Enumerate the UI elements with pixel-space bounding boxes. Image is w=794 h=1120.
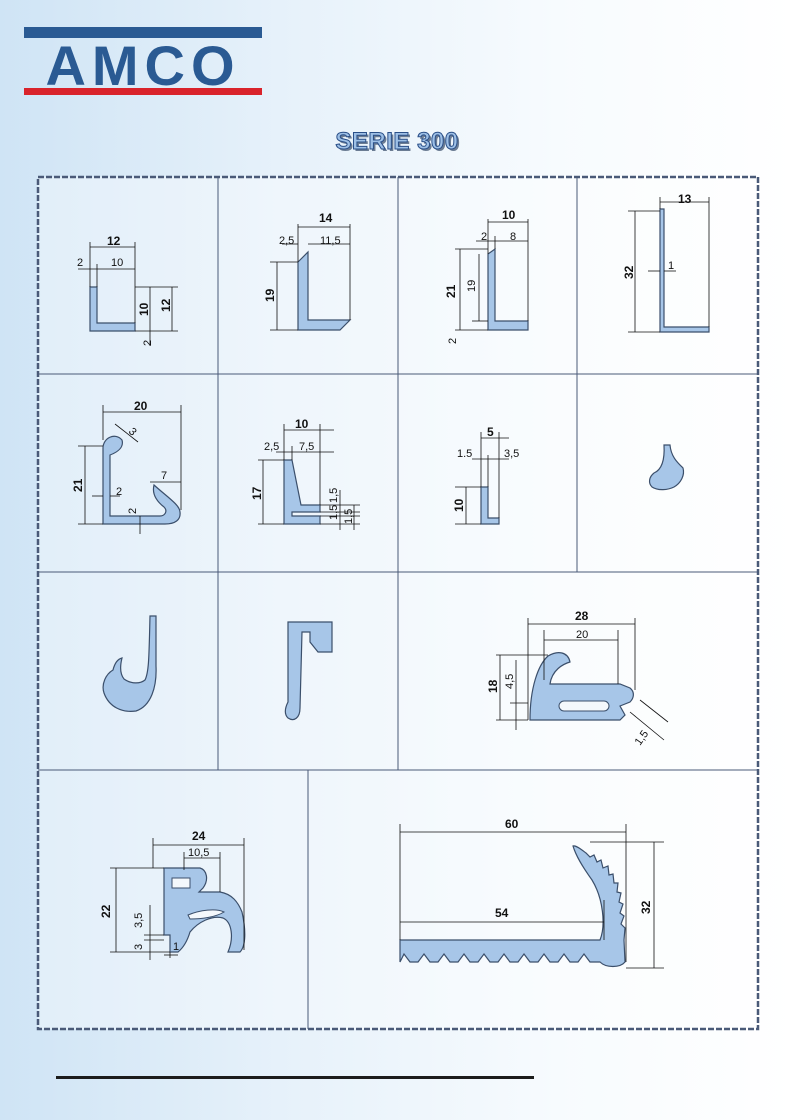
- dim-p11-width: 28: [575, 609, 589, 623]
- dim-p5-wall: 2: [116, 486, 122, 498]
- dim-p2-height: 19: [263, 288, 277, 302]
- dim-p1-width: 12: [107, 234, 121, 248]
- profile-p3: 10 2 8 21 19 2: [444, 208, 529, 344]
- dim-p12-gap: 1: [173, 941, 179, 953]
- dim-p2-inner: 11,5: [320, 235, 341, 247]
- dim-p11-lip: 4,5: [504, 674, 516, 689]
- dim-p12-height: 22: [99, 904, 113, 918]
- profile-p7: 5 1.5 3,5 10: [452, 425, 519, 525]
- dim-p2-width: 14: [319, 211, 333, 225]
- dim-p6-width: 10: [295, 417, 309, 431]
- amco-logo: AMCO: [24, 27, 262, 97]
- series-title: SERIE 300: [335, 128, 459, 156]
- dim-p3-thickness: 2: [481, 231, 487, 243]
- dim-p3-inner-height: 19: [466, 280, 478, 292]
- dim-p6-gap-c: 1,5: [343, 509, 355, 524]
- dim-p13-inner: 54: [495, 906, 509, 920]
- dim-p6-height: 17: [250, 486, 264, 500]
- dim-p6-edge: 2,5: [264, 441, 279, 453]
- dim-p4-height: 32: [622, 265, 636, 279]
- dim-p2-edge: 2,5: [279, 235, 294, 247]
- dim-p4-thickness: 1: [668, 260, 674, 272]
- dim-p3-inner: 8: [510, 231, 516, 243]
- dim-p1-base: 2: [142, 340, 154, 346]
- profile-p12: 24 10,5 22 3,5 3 1: [99, 829, 246, 960]
- catalog-grid: [38, 177, 758, 1029]
- profile-p13: 60 54 32: [399, 817, 664, 969]
- dim-p7-thickness: 1.5: [457, 448, 472, 460]
- profile-p1: 12 2 10 10 12 2: [77, 234, 178, 346]
- profile-p9: [102, 615, 157, 712]
- dim-p13-width: 60: [505, 817, 519, 831]
- svg-text:AMCO: AMCO: [45, 34, 240, 97]
- dim-p3-base: 2: [447, 338, 459, 344]
- profile-p6: 10 2,5 7,5 17 1,5 1,5 1,5: [250, 417, 360, 530]
- dim-p5-lip: 7: [161, 470, 167, 482]
- dim-p12-foot: 3,5: [133, 913, 145, 928]
- dim-p13-height: 32: [639, 900, 653, 914]
- dim-p12-width: 24: [192, 829, 206, 843]
- dim-p6-inner: 7,5: [299, 441, 314, 453]
- dim-p3-height: 21: [444, 284, 458, 298]
- dim-p7-height: 10: [452, 498, 466, 512]
- dim-p3-width: 10: [502, 208, 516, 222]
- dim-p5-width: 20: [134, 399, 148, 413]
- dim-p4-width: 13: [678, 192, 692, 206]
- profile-p8: [648, 444, 685, 491]
- dim-p12-inner: 10,5: [188, 847, 209, 859]
- dim-p7-inner: 3,5: [504, 448, 519, 460]
- dim-p11-inner: 20: [576, 629, 588, 641]
- profile-p2: 14 2,5 11,5 19: [263, 211, 352, 331]
- footer-rule: [56, 1076, 534, 1079]
- dim-p6-gap-b: 1,5: [328, 505, 340, 520]
- dim-p5-height: 21: [71, 478, 85, 492]
- profile-p10: [284, 621, 333, 721]
- dim-p1-leg: 10: [137, 302, 151, 316]
- dim-p5-base: 2: [127, 508, 139, 514]
- dim-p11-height: 18: [486, 679, 500, 693]
- dim-p1-inner: 10: [111, 257, 123, 269]
- dim-p1-height: 12: [159, 298, 173, 312]
- dim-p1-thickness: 2: [77, 257, 83, 269]
- dim-p6-gap-a: 1,5: [328, 488, 340, 503]
- dim-p12-base: 3: [133, 944, 145, 950]
- dim-p7-width: 5: [487, 425, 494, 439]
- profile-p4: 13 32 1: [622, 192, 710, 333]
